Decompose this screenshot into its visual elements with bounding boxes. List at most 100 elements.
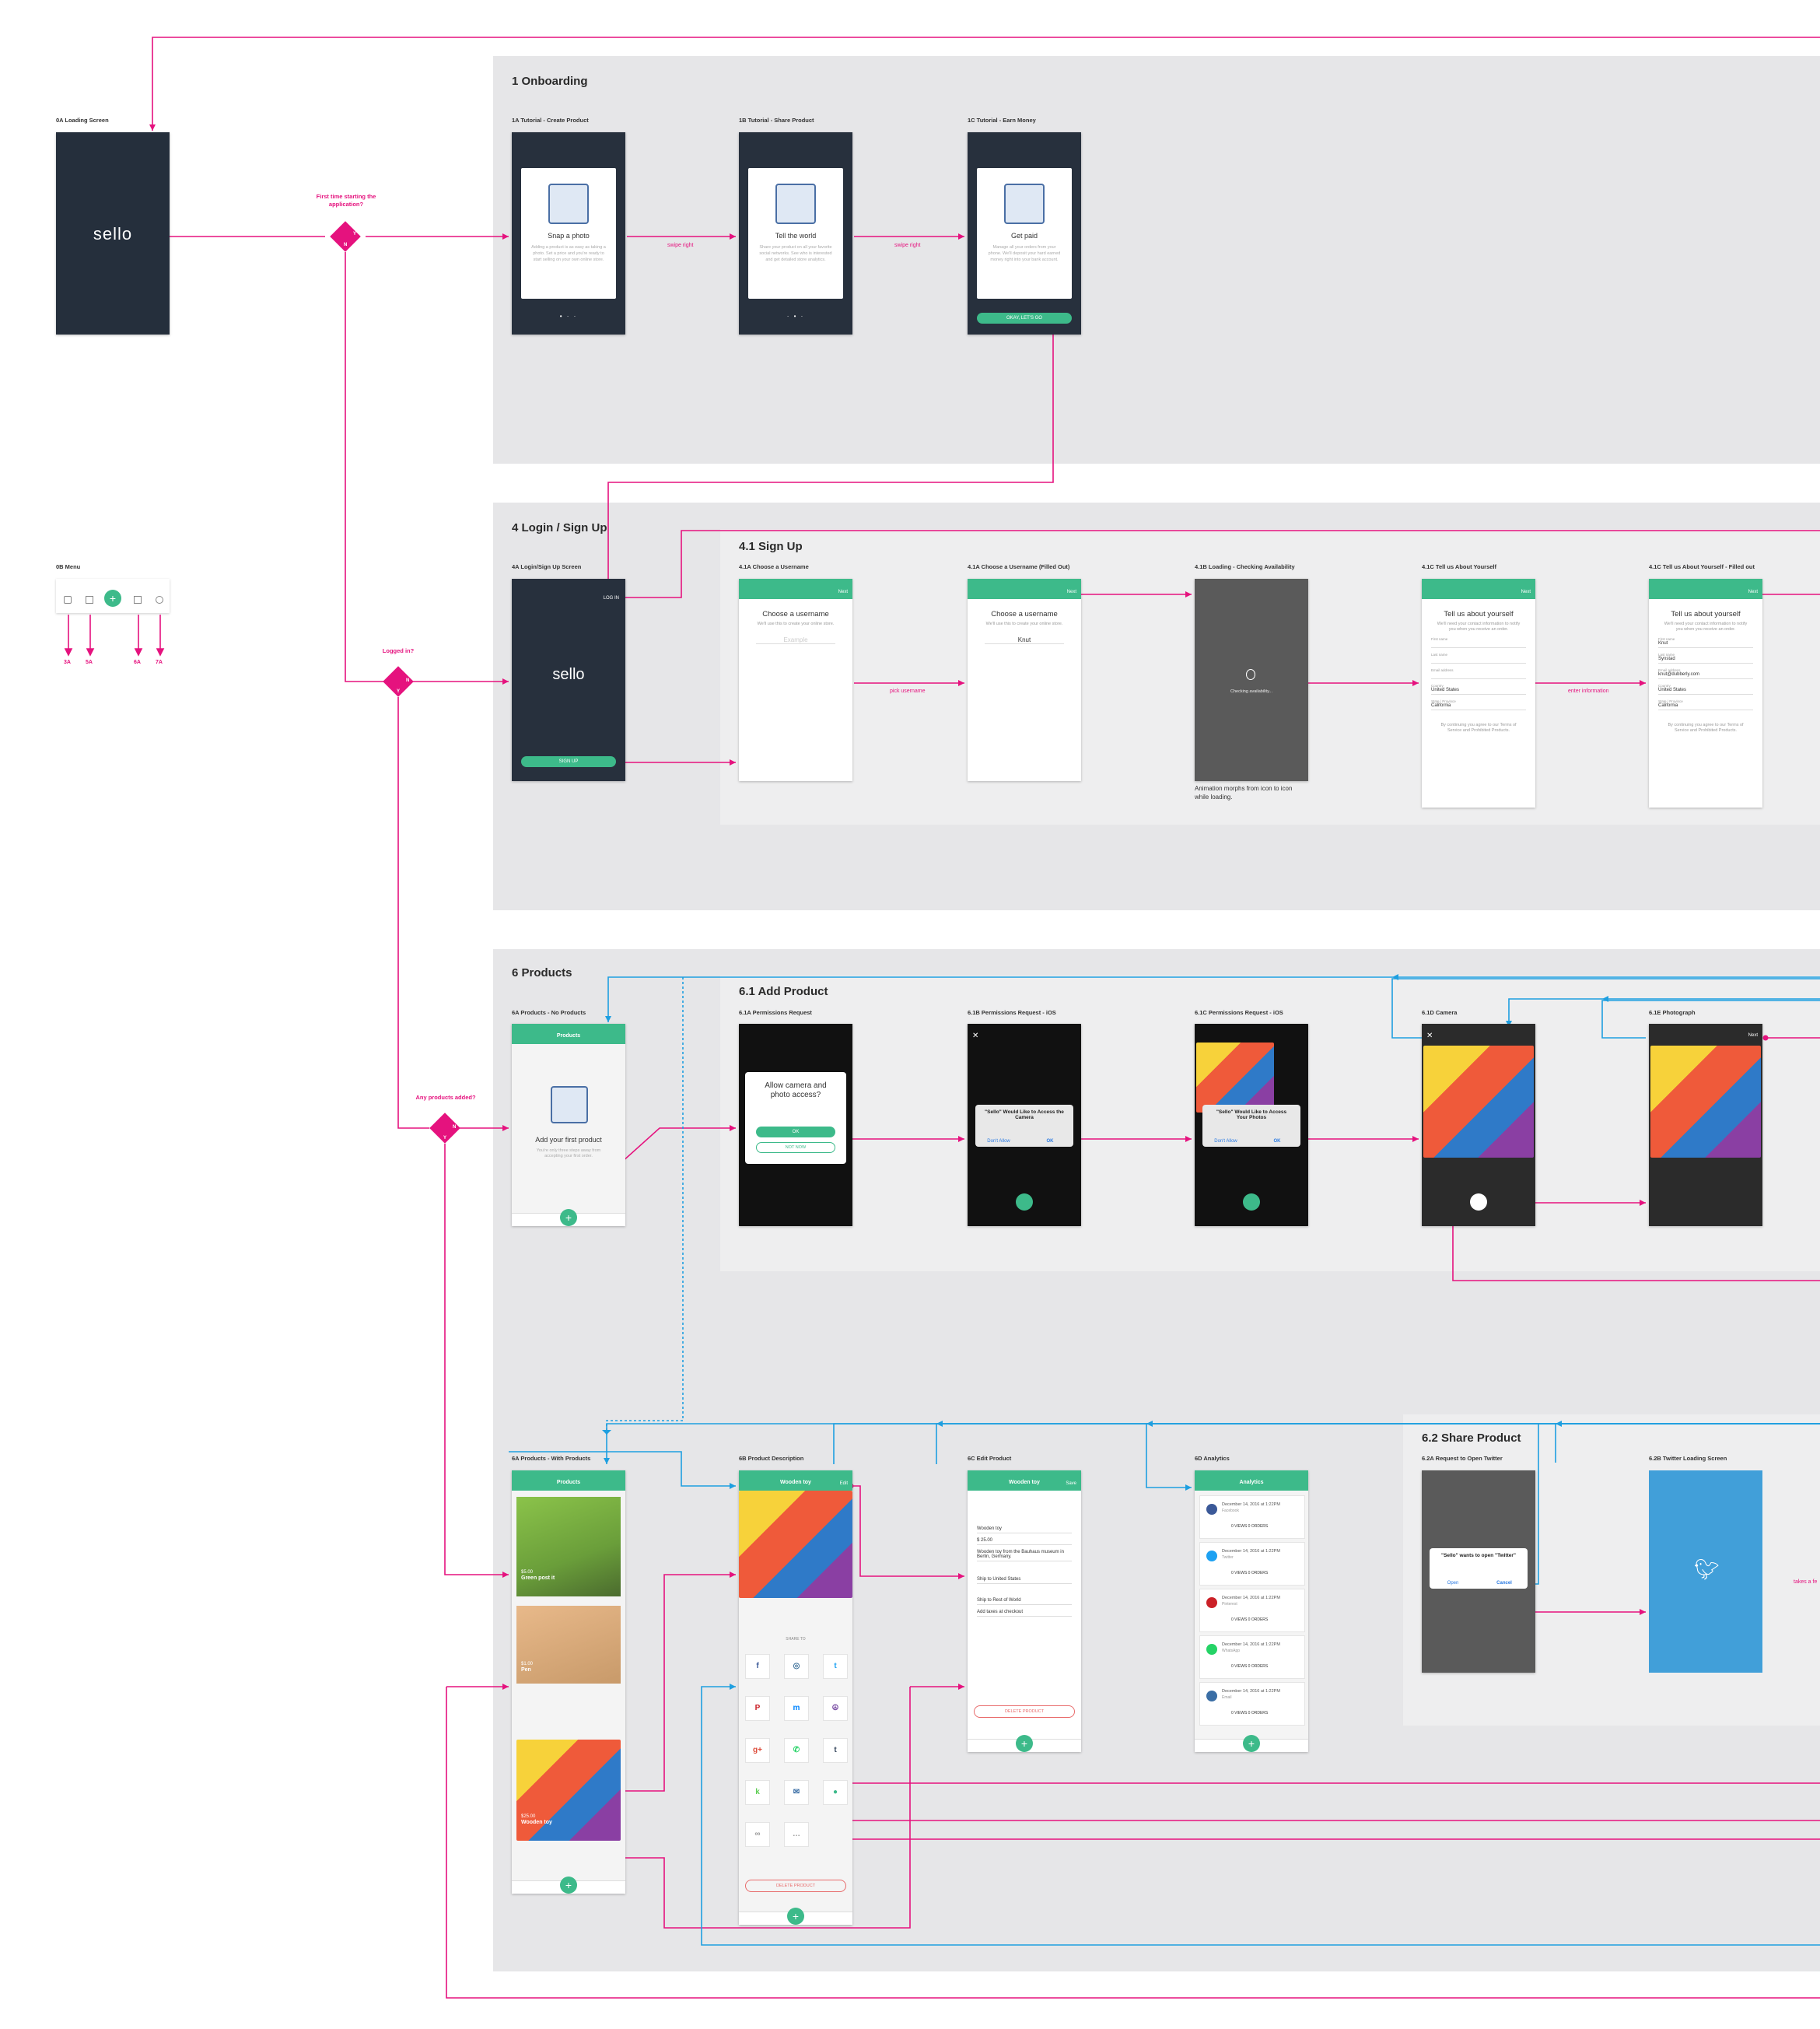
screen-41b: Checking availability... [1195, 579, 1308, 781]
taxes-toggle[interactable]: Add taxes at checkout [977, 1610, 1072, 1617]
cancel-button[interactable]: Cancel [1496, 1581, 1512, 1586]
menu-profile-icon[interactable] [156, 596, 163, 604]
price-field[interactable]: $ 25.00 [977, 1538, 1072, 1545]
note-animation: Animation morphs from icon to icon while… [1195, 785, 1293, 801]
decision-logged-in-n: N [406, 678, 410, 683]
ship-us-toggle[interactable]: Ship to United States [977, 1577, 1072, 1584]
cube-photo [1196, 1043, 1274, 1113]
open-button[interactable]: Open [1447, 1581, 1459, 1586]
screen-label-1b: 1B Tutorial - Share Product [739, 117, 814, 124]
close-icon[interactable]: ✕ [1426, 1032, 1433, 1040]
product-card[interactable]: $25.00 Wooden toy [516, 1740, 621, 1841]
save-button[interactable]: Save [1066, 1481, 1076, 1486]
not-now-button[interactable]: NOT NOW [756, 1142, 835, 1153]
signup-button[interactable]: SIGN UP [521, 756, 616, 767]
screen-41a: Next Choose a username We'll use this to… [739, 579, 852, 781]
menu-target-6a: 6A [134, 660, 141, 665]
add-product-button[interactable]: + [1243, 1735, 1260, 1752]
next-button[interactable]: Next [838, 590, 848, 594]
next-button[interactable]: Next [1748, 1033, 1758, 1038]
product-card[interactable]: $5.00 Green post it [516, 1497, 621, 1596]
screen-6c: Wooden toy Save Wooden toy $ 25.00 Woode… [968, 1470, 1081, 1752]
app-logo: sello [93, 224, 133, 244]
add-product-button[interactable]: + [560, 1877, 577, 1894]
email-share-button[interactable]: ✉ [784, 1780, 809, 1805]
next-button[interactable]: Next [1066, 590, 1076, 594]
add-product-button[interactable]: + [787, 1908, 804, 1925]
tutorial-body: Share your product on all your favorite … [759, 245, 832, 262]
cube-viewfinder [1423, 1046, 1534, 1158]
screen-6a-with-products: Products $5.00 Green post it $1.00 Pen $… [512, 1470, 625, 1894]
screen-0a-loading: sello [56, 132, 170, 335]
whatsapp-share-button[interactable]: ✆ [784, 1738, 809, 1763]
terms-text: By continuing you agree to our Terms of … [1440, 723, 1517, 733]
lets-go-button[interactable]: OKAY, LET'S GO [977, 313, 1072, 324]
add-product-button[interactable]: + [1016, 1735, 1033, 1752]
message-share-button[interactable]: ● [823, 1780, 848, 1805]
peace-share-button[interactable]: ☮ [823, 1696, 848, 1721]
screen-0b-menu: + [56, 579, 170, 613]
username-input[interactable]: Knut [985, 636, 1064, 644]
googleplus-share-button[interactable]: g+ [745, 1738, 770, 1763]
product-price: $1.00 [521, 1662, 534, 1666]
messenger-share-button[interactable]: m [784, 1696, 809, 1721]
dont-allow-button[interactable]: Don't Allow [987, 1139, 1010, 1144]
email-field[interactable]: Email address [1431, 668, 1526, 679]
menu-tag-icon[interactable] [64, 596, 72, 604]
ok-button[interactable]: OK [1273, 1139, 1281, 1144]
screen-61c: "Sello" Would Like to Access Your Photos… [1195, 1024, 1308, 1226]
share-to-label: SHARE TO [786, 1637, 806, 1642]
kik-share-button[interactable]: k [745, 1780, 770, 1805]
first-name-field[interactable]: First name [1431, 637, 1526, 648]
menu-orders-icon[interactable] [86, 596, 93, 604]
dialog-title: "Sello" wants to open "Twitter" [1441, 1553, 1516, 1558]
shutter-button[interactable] [1016, 1193, 1033, 1211]
screen-label-41a: 4.1A Choose a Username [739, 563, 809, 570]
ok-button[interactable]: OK [1046, 1139, 1054, 1144]
product-card[interactable]: $1.00 Pen [516, 1606, 621, 1684]
form-title: Choose a username [762, 610, 829, 619]
decision-any-products-text: Any products added? [415, 1094, 476, 1101]
link-share-button[interactable]: ∞ [745, 1822, 770, 1847]
close-icon[interactable]: ✕ [972, 1032, 979, 1040]
dont-allow-button[interactable]: Don't Allow [1214, 1139, 1237, 1144]
header-bar: Next [968, 579, 1081, 599]
menu-store-icon[interactable] [134, 596, 142, 604]
tumblr-share-button[interactable]: t [823, 1738, 848, 1763]
twitter-share-button[interactable]: t [823, 1654, 848, 1679]
product-price: $5.00 [521, 1570, 534, 1575]
tutorial-card: Get paid Manage all your orders from you… [977, 168, 1072, 299]
ok-button[interactable]: OK [756, 1127, 835, 1137]
pinterest-share-button[interactable]: P [745, 1696, 770, 1721]
description-field[interactable]: Wooden toy from the Bauhaus museum in Be… [977, 1550, 1072, 1561]
shutter-button[interactable] [1470, 1193, 1487, 1211]
username-input[interactable]: Example [756, 636, 835, 644]
shutter-button[interactable] [1243, 1193, 1260, 1211]
login-link[interactable]: LOG IN [603, 596, 619, 601]
ship-row-toggle[interactable]: Ship to Rest of World [977, 1598, 1072, 1605]
next-button[interactable]: Next [1748, 590, 1758, 594]
tutorial-title: Get paid [1010, 232, 1038, 240]
next-button[interactable]: Next [1521, 590, 1531, 594]
delete-product-button[interactable]: DELETE PRODUCT [974, 1705, 1075, 1718]
facebook-share-button[interactable]: f [745, 1654, 770, 1679]
delete-product-button[interactable]: DELETE PRODUCT [745, 1880, 846, 1892]
section-title-signup: 4.1 Sign Up [739, 540, 803, 553]
more-share-button[interactable]: … [784, 1822, 809, 1847]
form-title: Tell us about yourself [1444, 610, 1514, 619]
add-product-button[interactable]: + [560, 1209, 577, 1226]
edit-button[interactable]: Edit [839, 1481, 848, 1486]
last-name-field[interactable]: Last name [1431, 653, 1526, 664]
instagram-share-button[interactable]: ◎ [784, 1654, 809, 1679]
header-bar: Next [1422, 579, 1535, 599]
menu-plus-button[interactable]: + [104, 590, 121, 607]
title-field[interactable]: Wooden toy [977, 1526, 1072, 1533]
